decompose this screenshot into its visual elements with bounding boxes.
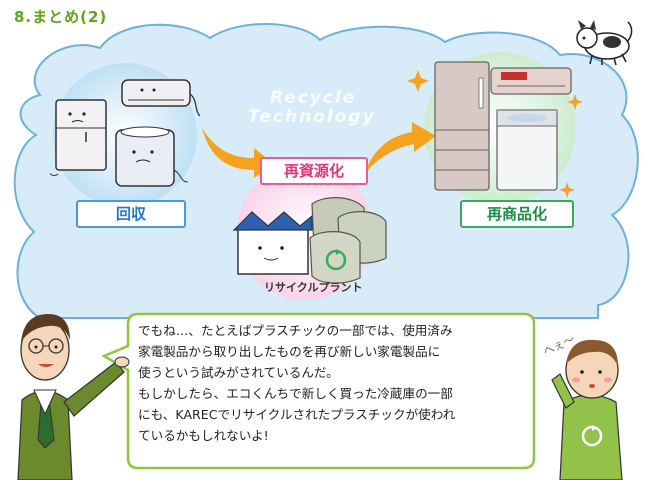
speech-line: もしかしたら、エコくんちで新しく買った冷蔵庫の一部: [138, 386, 453, 401]
watermark-line2: Technology: [248, 107, 376, 127]
new-appliances-illustration: [407, 61, 583, 198]
watermark-line1: Recycle: [270, 88, 357, 108]
old-washing-machine-icon: [115, 126, 189, 187]
speech-line: でもね…、たとえばプラスチックの一部では、使用済み: [138, 323, 453, 338]
old-appliances-illustration: [50, 79, 200, 187]
arrow-to-plant-icon: [202, 128, 274, 178]
page-title: 8.まとめ(2): [14, 8, 108, 26]
old-refrigerator-icon: [50, 99, 107, 177]
sparkle-icon: [407, 70, 429, 92]
speech-bubble: [101, 312, 536, 470]
recycled-material-bags: [309, 197, 387, 284]
plant-label: リサイクルプラント: [264, 281, 363, 294]
speech-line: 使うという試みがされているんだ。: [138, 365, 339, 380]
child-character: へぇ〜: [541, 333, 623, 480]
old-air-conditioner-icon: [121, 79, 200, 117]
new-air-conditioner-icon: [490, 67, 572, 95]
dog-icon: [576, 20, 633, 66]
speech-line: にも、KARECでリサイクルされたプラスチックが使われ: [138, 407, 456, 422]
new-washing-machine-icon: [496, 109, 558, 191]
sparkle-icon: [559, 182, 575, 198]
new-refrigerator-icon: [434, 61, 490, 191]
step-recycle-label: 再資源化: [260, 157, 368, 185]
speech-line: 家電製品から取り出したものを再び新しい家電製品に: [138, 344, 441, 359]
sparkle-icon: [567, 94, 583, 110]
speech-line: ているかもしれないよ!: [138, 428, 269, 443]
step-reproduct-label: 再商品化: [460, 200, 574, 228]
factory-icon: [232, 211, 313, 275]
recycling-plant-illustration: [232, 197, 387, 284]
recycle-icon: [581, 425, 603, 447]
arrow-to-product-icon: [364, 122, 436, 174]
step-collect-label: 回収: [76, 200, 186, 228]
recycle-icon: [325, 249, 347, 271]
teacher-character: [17, 314, 130, 480]
speech-text: でもね…、たとえばプラスチックの一部では、使用済み 家電製品から取り出したものを…: [138, 320, 528, 446]
